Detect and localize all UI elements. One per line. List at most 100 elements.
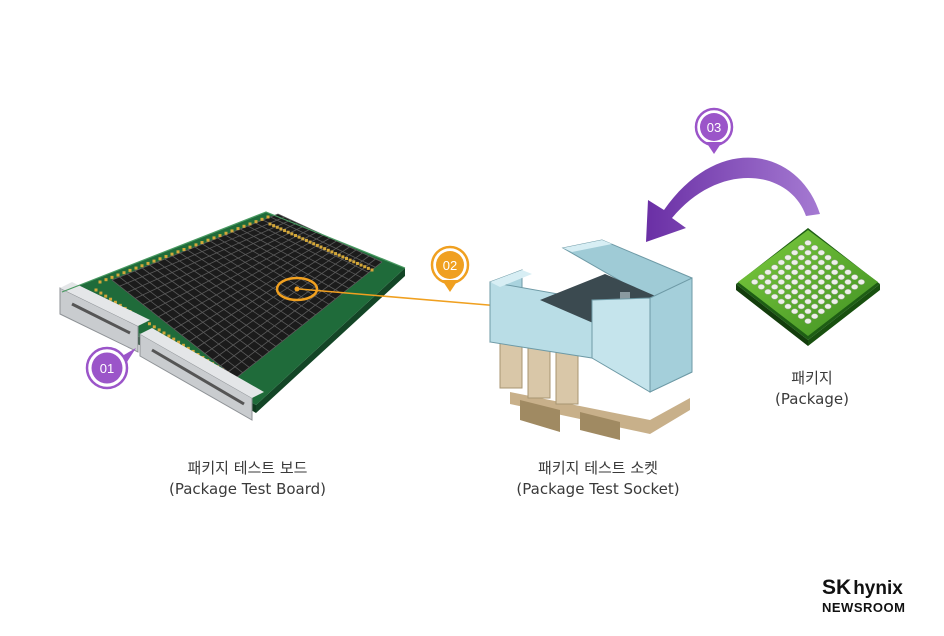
solder-ball bbox=[817, 259, 825, 266]
grid-line bbox=[135, 222, 298, 299]
gold-contact bbox=[341, 255, 345, 259]
caption-board-en: (Package Test Board) bbox=[168, 480, 327, 498]
package-test-socket bbox=[489, 239, 693, 440]
gold-contact bbox=[167, 334, 171, 338]
gold-contact bbox=[359, 263, 363, 267]
grid-line bbox=[220, 255, 370, 367]
solder-ball bbox=[797, 313, 805, 320]
solder-ball bbox=[784, 274, 792, 280]
gold-contact bbox=[177, 340, 181, 344]
solder-ball bbox=[791, 249, 799, 256]
gold-contact bbox=[297, 235, 301, 239]
grid-line bbox=[212, 252, 363, 360]
gold-contact bbox=[162, 331, 166, 335]
gold-contact bbox=[152, 259, 156, 263]
gold-contact bbox=[254, 220, 258, 224]
gold-contact bbox=[294, 234, 297, 237]
solder-ball bbox=[811, 293, 819, 300]
caption-board-ko: 패키지 테스트 보드 bbox=[187, 459, 308, 477]
gold-contact bbox=[146, 261, 150, 265]
solder-ball bbox=[764, 288, 772, 295]
gold-contact bbox=[301, 237, 305, 241]
gold-contact bbox=[157, 328, 161, 332]
solder-ball bbox=[791, 298, 799, 305]
grid-line bbox=[197, 246, 350, 348]
solder-ball bbox=[811, 264, 819, 271]
solder-ball bbox=[784, 254, 792, 261]
solder-ball bbox=[764, 269, 772, 276]
solder-ball bbox=[797, 303, 805, 310]
gold-contact bbox=[104, 294, 108, 298]
solder-ball bbox=[811, 303, 819, 310]
gold-contact bbox=[286, 230, 290, 234]
connector-line bbox=[298, 288, 501, 307]
solder-ball bbox=[771, 274, 779, 280]
gold-contact bbox=[181, 343, 185, 347]
solder-ball bbox=[811, 244, 819, 251]
marker-02-label: 02 bbox=[443, 258, 457, 273]
solder-ball bbox=[824, 264, 832, 271]
solder-ball bbox=[831, 259, 839, 266]
solder-ball bbox=[757, 274, 765, 280]
brand-hynix: hynix bbox=[853, 578, 903, 599]
gold-contact bbox=[330, 250, 334, 254]
gold-contact bbox=[290, 232, 294, 236]
marker-03: 03 bbox=[694, 107, 734, 154]
gold-contact bbox=[110, 275, 114, 279]
solder-ball bbox=[804, 318, 812, 324]
gold-contact bbox=[224, 231, 228, 235]
solder-ball bbox=[771, 284, 779, 290]
gold-contact bbox=[283, 229, 287, 233]
caption-package-en: (Package) bbox=[775, 390, 849, 408]
gold-contact bbox=[186, 346, 190, 350]
solder-ball bbox=[817, 308, 825, 315]
solder-ball bbox=[831, 298, 839, 305]
solder-ball bbox=[824, 274, 832, 280]
gold-contact bbox=[116, 273, 120, 277]
gold-contact bbox=[345, 257, 348, 260]
gold-contact bbox=[363, 265, 367, 269]
solder-ball bbox=[804, 249, 812, 256]
solder-ball bbox=[791, 308, 799, 315]
solder-ball bbox=[751, 279, 759, 285]
grid-line bbox=[204, 249, 357, 354]
gold-contact bbox=[279, 227, 283, 231]
board-socket-highlight bbox=[275, 276, 319, 302]
gold-contact bbox=[113, 300, 117, 304]
gold-contact bbox=[370, 268, 374, 272]
caption-package: 패키지 (Package) bbox=[742, 368, 882, 410]
solder-ball bbox=[817, 279, 825, 285]
solder-ball bbox=[831, 269, 839, 276]
gold-contact bbox=[140, 264, 144, 268]
solder-ball bbox=[804, 259, 812, 266]
package-solder-balls bbox=[751, 240, 865, 324]
gold-contact bbox=[104, 278, 108, 282]
gold-contact bbox=[194, 243, 198, 247]
brand-newsroom: NEWSROOM bbox=[822, 600, 906, 615]
curved-arrow bbox=[646, 157, 820, 242]
gold-contact bbox=[355, 261, 359, 265]
marker-02-pin bbox=[436, 251, 464, 279]
solder-ball bbox=[791, 269, 799, 276]
grid-line bbox=[142, 225, 305, 305]
gold-contact bbox=[122, 271, 126, 275]
solder-ball bbox=[797, 244, 805, 251]
marker-03-pin bbox=[700, 113, 728, 141]
solder-ball bbox=[844, 279, 852, 285]
gold-contact bbox=[304, 238, 308, 242]
solder-ball bbox=[764, 279, 772, 285]
solder-ball bbox=[817, 269, 825, 276]
solder-ball bbox=[777, 269, 785, 276]
gold-contact bbox=[128, 268, 132, 272]
caption-socket-ko: 패키지 테스트 소켓 bbox=[538, 459, 658, 477]
solder-ball bbox=[844, 269, 852, 276]
solder-ball bbox=[797, 293, 805, 300]
gold-contact bbox=[200, 241, 204, 245]
solder-ball bbox=[757, 284, 765, 290]
gold-contact bbox=[236, 227, 240, 231]
grid-line bbox=[158, 231, 318, 318]
solder-ball bbox=[831, 288, 839, 295]
solder-ball bbox=[771, 264, 779, 271]
gold-contact bbox=[319, 245, 323, 249]
